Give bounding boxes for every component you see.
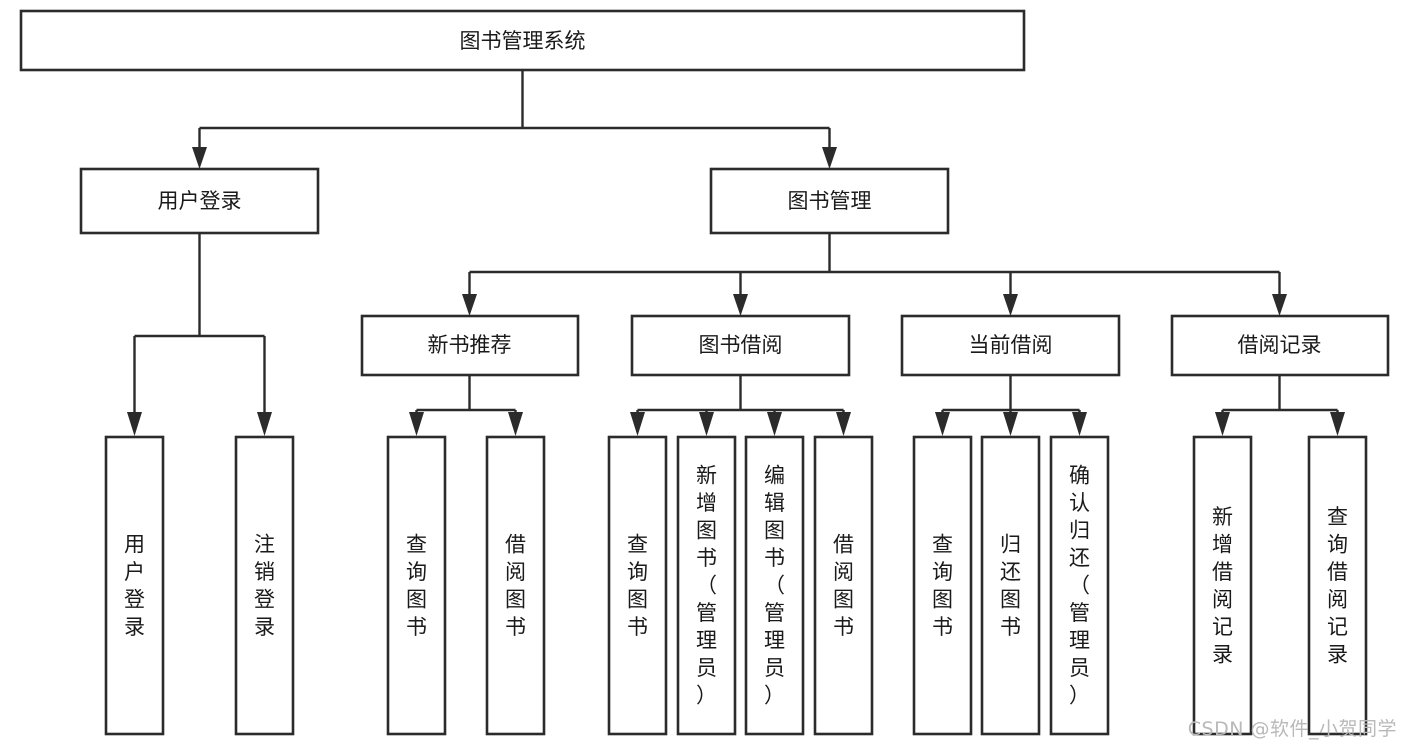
leaf-node[interactable]: 查询图书 [912, 435, 973, 736]
leaf-box-bb-edit-book[interactable] [744, 435, 805, 736]
arrowhead-leaf-logout [257, 412, 272, 436]
arrowhead-bb-leaf4 [836, 412, 851, 436]
arrowhead-bb-leaf3 [767, 412, 782, 436]
connector-group-new-book-children [409, 375, 523, 436]
arrowhead-book-manage [822, 147, 837, 169]
arrowhead-cb-leaf1 [935, 412, 950, 436]
leaf-label-bb-edit-book: 编辑图书（管理员） [764, 464, 785, 708]
arrowhead-br-leaf2 [1330, 412, 1345, 436]
leaf-label-nb-borrow-book: 借阅图书 [505, 532, 526, 639]
leaf-label-user-login: 用户登录 [124, 532, 145, 639]
node-current-borrow[interactable]: 当前借阅 [900, 314, 1121, 377]
leaf-box-bb-borrow-book[interactable] [813, 435, 874, 736]
node-new-book-recommend[interactable]: 新书推荐 [360, 314, 580, 377]
arrowhead-cb-leaf2 [1003, 412, 1018, 436]
node-borrow-record-label: 借阅记录 [1238, 333, 1322, 357]
connector-group-current-borrow-children [935, 375, 1087, 436]
connector-group-root-to-level2 [192, 70, 837, 169]
leaf-label-br-query-record: 查询借阅记录 [1327, 505, 1348, 667]
connector-group-borrow-record-children [1215, 375, 1345, 436]
node-book-borrow-label: 图书借阅 [699, 333, 783, 357]
leaf-label-bb-borrow-book: 借阅图书 [833, 532, 854, 639]
leaf-label-nb-query-book: 查询图书 [406, 532, 427, 639]
node-root-box[interactable] [19, 9, 1026, 72]
leaf-label-br-add-record: 新增借阅记录 [1212, 505, 1233, 667]
leaf-node[interactable]: 编辑图书（管理员） [744, 435, 805, 736]
arrowhead-user-login [192, 147, 207, 169]
arrowhead-cb-leaf3 [1072, 412, 1087, 436]
node-borrow-record[interactable]: 借阅记录 [1170, 314, 1390, 377]
leaf-box-bb-add-book[interactable] [676, 435, 737, 736]
leaf-label-cb-query-book: 查询图书 [932, 532, 953, 639]
leaf-label-bb-query-book: 查询图书 [627, 532, 648, 639]
leaf-label-cb-confirm-return: 确认归还（管理员） [1069, 464, 1090, 708]
leaf-label-bb-add-book: 新增图书（管理员） [696, 464, 717, 708]
leaf-box-nb-borrow-book[interactable] [485, 435, 546, 736]
connector-group-user-login-children [127, 233, 272, 436]
node-current-borrow-box[interactable] [900, 314, 1121, 377]
node-new-book-recommend-box[interactable] [360, 314, 580, 377]
leaf-box-logout[interactable] [234, 435, 295, 736]
arrowhead-br-leaf1 [1215, 412, 1230, 436]
arrowhead-bb-leaf1 [630, 412, 645, 436]
node-book-borrow-box[interactable] [630, 314, 851, 377]
connector-group-book-borrow-children [630, 375, 851, 436]
leaf-node[interactable]: 借阅图书 [485, 435, 546, 736]
leaf-node[interactable]: 注销登录 [234, 435, 295, 736]
leaf-node[interactable]: 用户登录 [104, 435, 165, 736]
arrowhead-bb-leaf2 [699, 412, 714, 436]
arrowhead-book-borrow [733, 294, 748, 316]
node-book-manage[interactable]: 图书管理 [709, 167, 950, 235]
arrowhead-new-book [462, 294, 477, 316]
leaf-box-cb-return-book[interactable] [980, 435, 1041, 736]
arrowhead-leaf-user-login [127, 412, 142, 436]
leaf-box-cb-confirm-return[interactable] [1049, 435, 1110, 736]
arrowhead-current-borrow [1003, 294, 1018, 316]
leaf-node[interactable]: 借阅图书 [813, 435, 874, 736]
leaf-node[interactable]: 确认归还（管理员） [1049, 435, 1110, 736]
leaf-node[interactable]: 新增图书（管理员） [676, 435, 737, 736]
arrowhead-nb-leaf1 [409, 412, 424, 436]
node-borrow-record-box[interactable] [1170, 314, 1390, 377]
node-book-manage-label: 图书管理 [788, 189, 872, 213]
leaf-node[interactable]: 新增借阅记录 [1192, 435, 1253, 736]
node-user-login-label: 用户登录 [158, 189, 242, 213]
node-current-borrow-label: 当前借阅 [969, 333, 1053, 357]
node-root-label: 图书管理系统 [460, 29, 586, 53]
leaf-node[interactable]: 归还图书 [980, 435, 1041, 736]
leaf-box-br-query-record[interactable] [1307, 435, 1368, 736]
leaf-box-bb-query-book[interactable] [607, 435, 668, 736]
leaf-label-cb-return-book: 归还图书 [1000, 532, 1021, 639]
node-new-book-recommend-label: 新书推荐 [428, 333, 512, 357]
leaf-box-user-login[interactable] [104, 435, 165, 736]
leaf-box-cb-query-book[interactable] [912, 435, 973, 736]
arrowhead-nb-leaf2 [508, 412, 523, 436]
arrowhead-borrow-record [1272, 294, 1287, 316]
node-user-login-box[interactable] [79, 167, 320, 235]
leaf-label-logout: 注销登录 [254, 532, 275, 639]
leaf-node[interactable]: 查询图书 [386, 435, 447, 736]
node-user-login[interactable]: 用户登录 [79, 167, 320, 235]
watermark-text: CSDN @软件_小贺同学 [1187, 718, 1397, 740]
leaf-box-br-add-record[interactable] [1192, 435, 1253, 736]
node-book-manage-box[interactable] [709, 167, 950, 235]
leaf-node[interactable]: 查询借阅记录 [1307, 435, 1368, 736]
connector-group-book-manage-children [462, 233, 1287, 316]
leaf-box-nb-query-book[interactable] [386, 435, 447, 736]
node-book-borrow[interactable]: 图书借阅 [630, 314, 851, 377]
leaf-node[interactable]: 查询图书 [607, 435, 668, 736]
node-root[interactable]: 图书管理系统 [19, 9, 1026, 72]
